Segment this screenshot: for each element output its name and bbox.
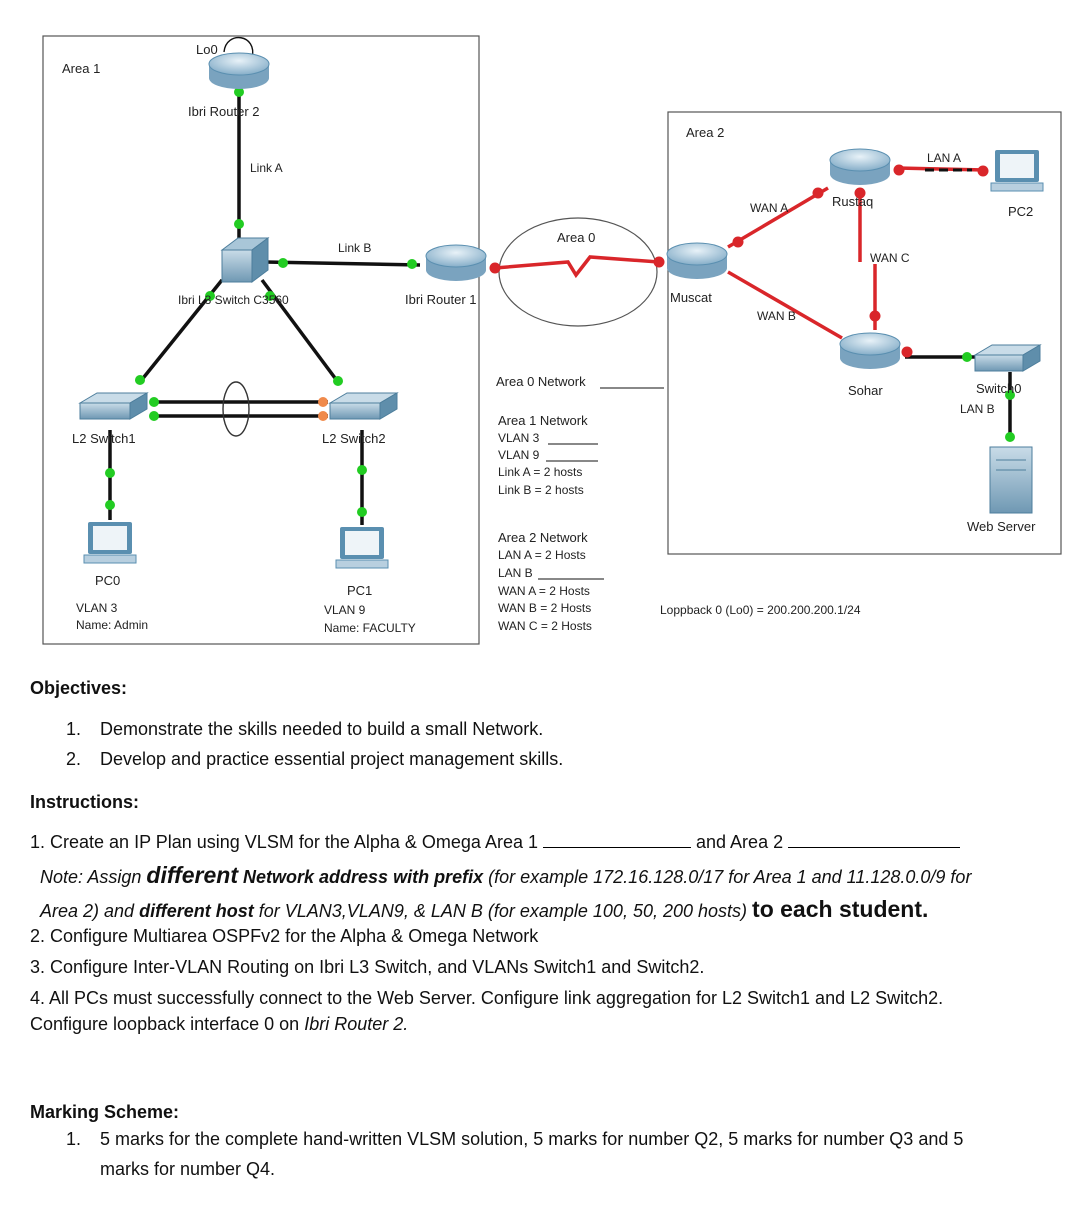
objectives-heading: Objectives:: [30, 678, 128, 698]
note-line-1: Note: Assign different Network address w…: [40, 862, 971, 889]
wan-b-label: WAN B: [757, 309, 796, 323]
area1-answer-blank: [543, 833, 691, 848]
multilayer-switch-icon: [220, 237, 270, 283]
objective-item: 1. Demonstrate the skills needed to build…: [66, 719, 543, 740]
area2-answer-blank: [788, 833, 961, 848]
port-indicators: [105, 87, 1015, 517]
loopback-arc: [223, 36, 254, 59]
note-emphasis: different host: [139, 901, 254, 921]
note-text: (for example 172.16.128.0/17 for Area 1 …: [488, 867, 972, 887]
lan-a-hosts-label: LAN A = 2 Hosts: [498, 548, 586, 562]
marking-item-continued: marks for number Q4.: [100, 1159, 276, 1179]
l2-switch1-label: L2 Switch1: [72, 431, 136, 446]
switch-icon: [973, 344, 1042, 372]
instruction-3: 3. Configure Inter-VLAN Routing on Ibri …: [30, 957, 705, 977]
lan-b-label: LAN B: [960, 402, 995, 416]
switch0-label: Switch0: [976, 381, 1022, 396]
pc-icon: [83, 522, 137, 564]
note-emphasis: to each student.: [752, 896, 929, 922]
objective-text: Develop and practice essential project m…: [100, 749, 564, 769]
link-a-hosts-label: Link A = 2 hosts: [498, 465, 582, 479]
area2-boundary: [667, 111, 1062, 555]
objective-text: Demonstrate the skills needed to build a…: [100, 719, 544, 739]
router-icon: [839, 332, 901, 369]
wan-a-label: WAN A: [750, 201, 788, 215]
objective-number: 1.: [66, 719, 82, 739]
area0-label: Area 0: [557, 230, 595, 245]
web-server-label: Web Server: [967, 519, 1036, 534]
area0-network-label: Area 0 Network: [496, 374, 586, 389]
marking-heading: Marking Scheme:: [30, 1102, 180, 1122]
rustaq-label: Rustaq: [832, 194, 873, 209]
instruction-4-continued: Configure loopback interface 0 on Ibri R…: [30, 1014, 408, 1035]
pc-icon: [990, 150, 1044, 192]
router-icon: [829, 148, 891, 185]
pc0-vlan-label: VLAN 3: [76, 601, 118, 615]
area1-boundary: [42, 35, 480, 645]
area2-label: Area 2: [686, 125, 724, 140]
loopback-label: Lo0: [196, 42, 218, 57]
instruction-1: 1. Create an IP Plan using VLSM for the …: [30, 832, 961, 853]
wan-a-hosts-label: WAN A = 2 Hosts: [498, 584, 590, 598]
loopback-address-label: Loppback 0 (Lo0) = 200.200.200.1/24: [660, 603, 861, 617]
note-text: for VLAN3,VLAN9, & LAN B (for example 10…: [258, 901, 748, 921]
sohar-label: Sohar: [848, 383, 883, 398]
etherchannel-bundle: [222, 381, 250, 437]
area0-ellipse: [498, 217, 658, 327]
red-links: [494, 166, 986, 340]
lan-b-line-label: LAN B: [498, 566, 533, 580]
note-emphasis: Network address with prefix: [243, 867, 484, 887]
note-emphasis: different: [146, 862, 238, 888]
instruction-1-text-a: 1. Create an IP Plan using VLSM for the …: [30, 832, 538, 852]
note-text: Area 2) and: [40, 901, 135, 921]
network-topology-diagram: Area 1 Lo0 Ibri Router 2 Link A Link B I…: [42, 35, 1062, 645]
objective-item: 2. Develop and practice essential project…: [66, 749, 563, 770]
ibri-l3-switch-label: Ibri L3 Switch C3560: [178, 293, 289, 307]
switch-icon: [78, 392, 149, 420]
instruction-4-device: Ibri Router 2.: [304, 1014, 409, 1034]
instruction-1-text-b: and Area 2: [696, 832, 784, 852]
instruction-2: 2. Configure Multiarea OSPFv2 for the Al…: [30, 926, 539, 946]
wan-c-label: WAN C: [870, 251, 910, 265]
pc1-name-label: Name: FACULTY: [324, 621, 416, 635]
muscat-label: Muscat: [670, 290, 712, 305]
instruction-4-text: Configure loopback interface 0 on: [30, 1014, 300, 1034]
area1-network-label: Area 1 Network: [498, 413, 588, 428]
pc2-label: PC2: [1008, 204, 1033, 219]
marking-number: 1.: [66, 1129, 82, 1149]
instructions-heading: Instructions:: [30, 792, 140, 812]
router-icon: [666, 242, 728, 279]
pc1-vlan-label: VLAN 9: [324, 603, 366, 617]
ibri-router2-label: Ibri Router 2: [188, 104, 260, 119]
note-text: Note: Assign: [40, 867, 142, 887]
marking-item: 1. 5 marks for the complete hand-written …: [66, 1129, 963, 1150]
router-icon: [425, 244, 487, 281]
ibri-router1-label: Ibri Router 1: [405, 292, 477, 307]
link-b-hosts-label: Link B = 2 hosts: [498, 483, 584, 497]
pc0-label: PC0: [95, 573, 120, 588]
vlan9-line-label: VLAN 9: [498, 448, 540, 462]
area2-network-label: Area 2 Network: [498, 530, 588, 545]
note-line-2: Area 2) and different host for VLAN3,VLA…: [40, 896, 928, 923]
objective-number: 2.: [66, 749, 82, 769]
marking-text: 5 marks for the complete hand-written VL…: [100, 1129, 964, 1149]
wan-b-hosts-label: WAN B = 2 Hosts: [498, 601, 591, 615]
pc-icon: [335, 527, 389, 569]
link-b-label: Link B: [338, 241, 371, 255]
link-a-label: Link A: [250, 161, 283, 175]
pc0-name-label: Name: Admin: [76, 618, 148, 632]
ethernet-links: [108, 90, 1012, 525]
wan-c-hosts-label: WAN C = 2 Hosts: [498, 619, 592, 633]
server-icon: [989, 446, 1033, 514]
lan-a-label: LAN A: [927, 151, 961, 165]
l2-switch2-label: L2 Switch2: [322, 431, 386, 446]
vlan3-line-label: VLAN 3: [498, 431, 540, 445]
switch-icon: [328, 392, 399, 420]
router-icon: [208, 52, 270, 89]
pc1-label: PC1: [347, 583, 372, 598]
instruction-4: 4. All PCs must successfully connect to …: [30, 988, 944, 1008]
area1-label: Area 1: [62, 61, 100, 76]
